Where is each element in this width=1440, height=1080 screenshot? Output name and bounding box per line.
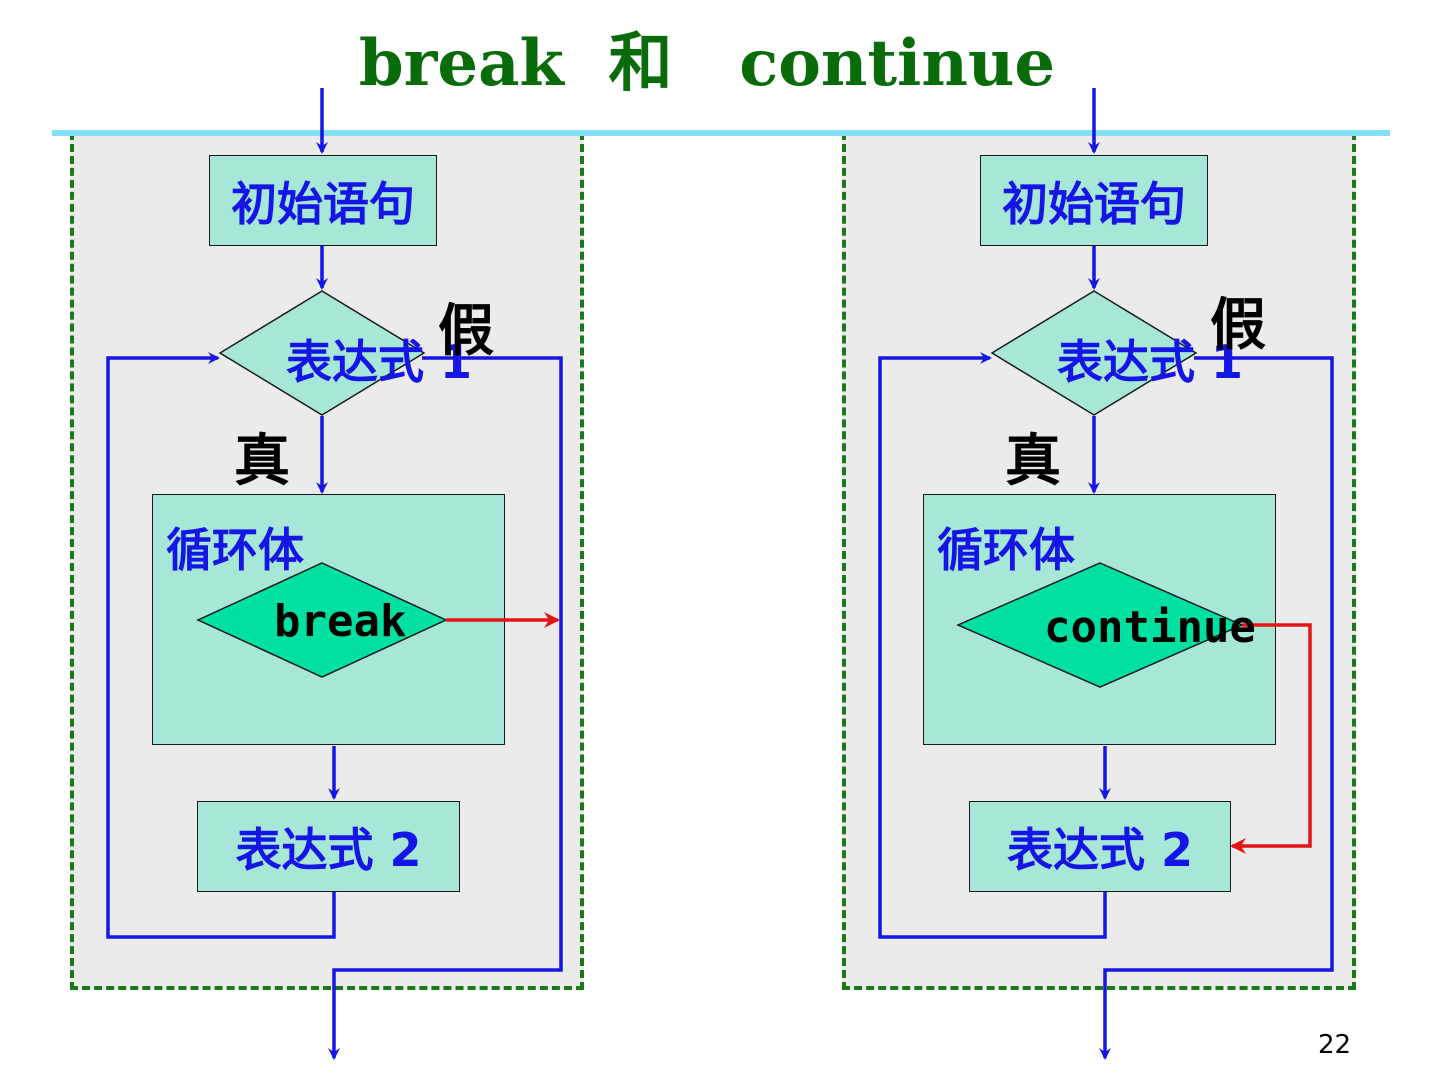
break-statement-diamond [196,562,448,678]
break-loop-back-line [106,352,336,939]
continue-false-exit-line [1099,356,1334,1060]
break-init-statement-box: 初始语句 [209,155,437,246]
page-number: 22 [1318,1030,1352,1060]
continue-init-statement-box: 初始语句 [980,155,1208,246]
break-false-exit-line [328,356,563,1060]
break-expr2-label: 表达式 2 [235,822,422,877]
continue-expr2-box: 表达式 2 [969,801,1231,892]
continue-condition-diamond [990,290,1198,416]
continue-init-statement-label: 初始语句 [1002,176,1186,231]
continue-expr2-label: 表达式 2 [1006,822,1194,877]
break-true-label: 真 [234,429,290,494]
page-title: break 和 continue [358,26,1056,101]
break-false-label: 假 [438,299,494,364]
continue-loop-back-line [878,352,1107,939]
break-condition-diamond [218,290,426,416]
break-statement-label: break [274,596,407,647]
continue-true-label: 真 [1005,429,1061,494]
continue-jump-arrow [1230,623,1312,854]
break-init-statement-label: 初始语句 [231,176,415,231]
title-underline [52,130,1390,136]
break-expr2-box: 表达式 2 [197,801,460,892]
continue-loop-body-label: 循环体 [937,523,1075,577]
continue-expr1-label: 表达式 1 [1057,335,1244,389]
break-loop-body-label: 循环体 [166,523,304,577]
break-expr1-label: 表达式 1 [286,335,473,389]
continue-false-label: 假 [1210,293,1266,358]
continue-statement-diamond [956,562,1244,688]
continue-statement-label: continue [1044,602,1256,653]
continue-loop-body-box [923,494,1276,745]
